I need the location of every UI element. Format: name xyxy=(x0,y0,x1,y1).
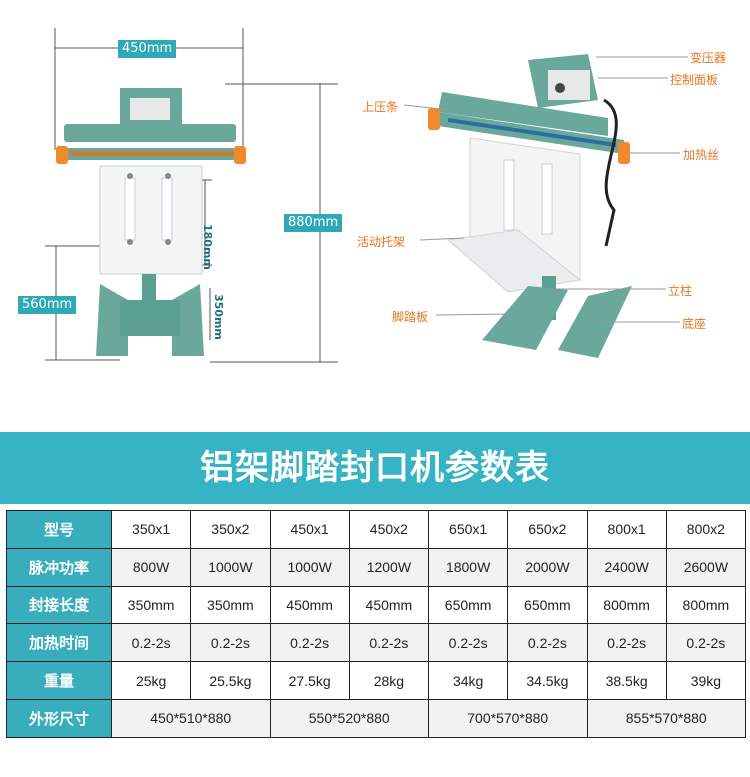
product-illustration-area: 450mm 880mm 560mm 180mm 350mm 变压器 控制面板 上… xyxy=(18,28,727,363)
table-cell: 0.2-2s xyxy=(348,623,430,663)
table-cell: 650x2 xyxy=(507,510,588,549)
tray-dimension-label: 180mm xyxy=(201,224,214,270)
table-cell: 650mm xyxy=(507,585,588,625)
row-label-power: 脉冲功率 xyxy=(6,547,112,587)
table-cell: 350mm xyxy=(110,585,192,625)
table-cell: 34.5kg xyxy=(507,661,588,700)
row-label-size: 外形尺寸 xyxy=(6,698,112,738)
table-row: 外形尺寸 450*510*880 550*520*880 700*570*880… xyxy=(6,698,746,738)
table-cell: 550*520*880 xyxy=(269,698,429,738)
spec-table: 型号 350x1 350x2 450x1 450x2 650x1 650x2 8… xyxy=(6,510,747,760)
table-cell: 0.2-2s xyxy=(586,623,667,663)
table-cell: 800x1 xyxy=(586,510,667,549)
table-cell: 27.5kg xyxy=(269,661,350,700)
table-row: 加热时间 0.2-2s 0.2-2s 0.2-2s 0.2-2s 0.2-2s … xyxy=(6,623,747,663)
table-cell: 2400W xyxy=(586,547,667,587)
machine-front-view xyxy=(45,28,338,363)
table-row: 重量 25kg 25.5kg 27.5kg 28kg 34kg 34.5kg 3… xyxy=(6,661,747,700)
row-label-model: 型号 xyxy=(6,510,112,549)
table-cell: 2600W xyxy=(665,547,747,587)
table-cell: 450mm xyxy=(269,585,350,625)
callout-pedal: 脚踏板 xyxy=(392,310,429,324)
width-dimension-label: 450mm xyxy=(118,40,177,58)
table-title-bar: 铝架脚踏封口机参数表 xyxy=(0,432,750,504)
table-cell: 855*570*880 xyxy=(586,698,746,738)
table-cell: 38.5kg xyxy=(586,661,667,700)
table-cell: 450x1 xyxy=(269,510,350,549)
callout-column: 立柱 xyxy=(668,284,693,298)
table-cell: 25kg xyxy=(110,661,192,700)
table-cell: 800mm xyxy=(586,585,667,625)
table-cell: 0.2-2s xyxy=(427,623,509,663)
table-cell: 0.2-2s xyxy=(665,623,747,663)
table-cell: 0.2-2s xyxy=(110,623,192,663)
table-cell: 450*510*880 xyxy=(111,698,271,738)
table-row: 脉冲功率 800W 1000W 1000W 1200W 1800W 2000W … xyxy=(6,547,747,587)
table-cell: 28kg xyxy=(348,661,430,700)
callout-heating-wire: 加热丝 xyxy=(683,148,720,162)
table-cell: 700*570*880 xyxy=(428,698,588,738)
table-cell: 0.2-2s xyxy=(269,623,350,663)
table-cell: 1000W xyxy=(269,547,350,587)
table-cell: 34kg xyxy=(427,661,509,700)
table-cell: 25.5kg xyxy=(190,661,271,700)
table-cell: 650x1 xyxy=(427,510,509,549)
column-dimension-label: 350mm xyxy=(212,294,225,340)
table-title: 铝架脚踏封口机参数表 xyxy=(200,448,550,488)
machine-side-view xyxy=(428,54,632,358)
row-label-weight: 重量 xyxy=(6,661,112,700)
table-cell: 1000W xyxy=(190,547,271,587)
pedal-height-dimension-label: 560mm xyxy=(18,296,77,314)
table-cell: 800mm xyxy=(665,585,747,625)
callout-base: 底座 xyxy=(682,317,707,331)
table-cell: 1800W xyxy=(427,547,509,587)
table-cell: 650mm xyxy=(427,585,509,625)
table-cell: 350x2 xyxy=(190,510,271,549)
row-label-heat-time: 加热时间 xyxy=(6,623,112,663)
callout-transformer: 变压器 xyxy=(690,51,727,65)
callout-movable-tray: 活动托架 xyxy=(357,235,406,249)
table-cell: 39kg xyxy=(665,661,747,700)
callout-upper-bar: 上压条 xyxy=(362,100,399,114)
table-cell: 0.2-2s xyxy=(190,623,271,663)
table-cell: 350x1 xyxy=(110,510,192,549)
table-row: 型号 350x1 350x2 450x1 450x2 650x1 650x2 8… xyxy=(6,510,747,549)
table-cell: 1200W xyxy=(348,547,430,587)
table-cell: 800x2 xyxy=(665,510,747,549)
height-dimension-label: 880mm xyxy=(284,214,343,232)
table-cell: 450mm xyxy=(348,585,430,625)
table-cell: 350mm xyxy=(190,585,271,625)
table-cell: 800W xyxy=(110,547,192,587)
table-cell: 0.2-2s xyxy=(507,623,588,663)
table-row: 封接长度 350mm 350mm 450mm 450mm 650mm 650mm… xyxy=(6,585,747,625)
table-cell: 2000W xyxy=(507,547,588,587)
row-label-seal-length: 封接长度 xyxy=(6,585,112,625)
table-cell: 450x2 xyxy=(348,510,430,549)
callout-control-panel: 控制面板 xyxy=(670,73,719,87)
